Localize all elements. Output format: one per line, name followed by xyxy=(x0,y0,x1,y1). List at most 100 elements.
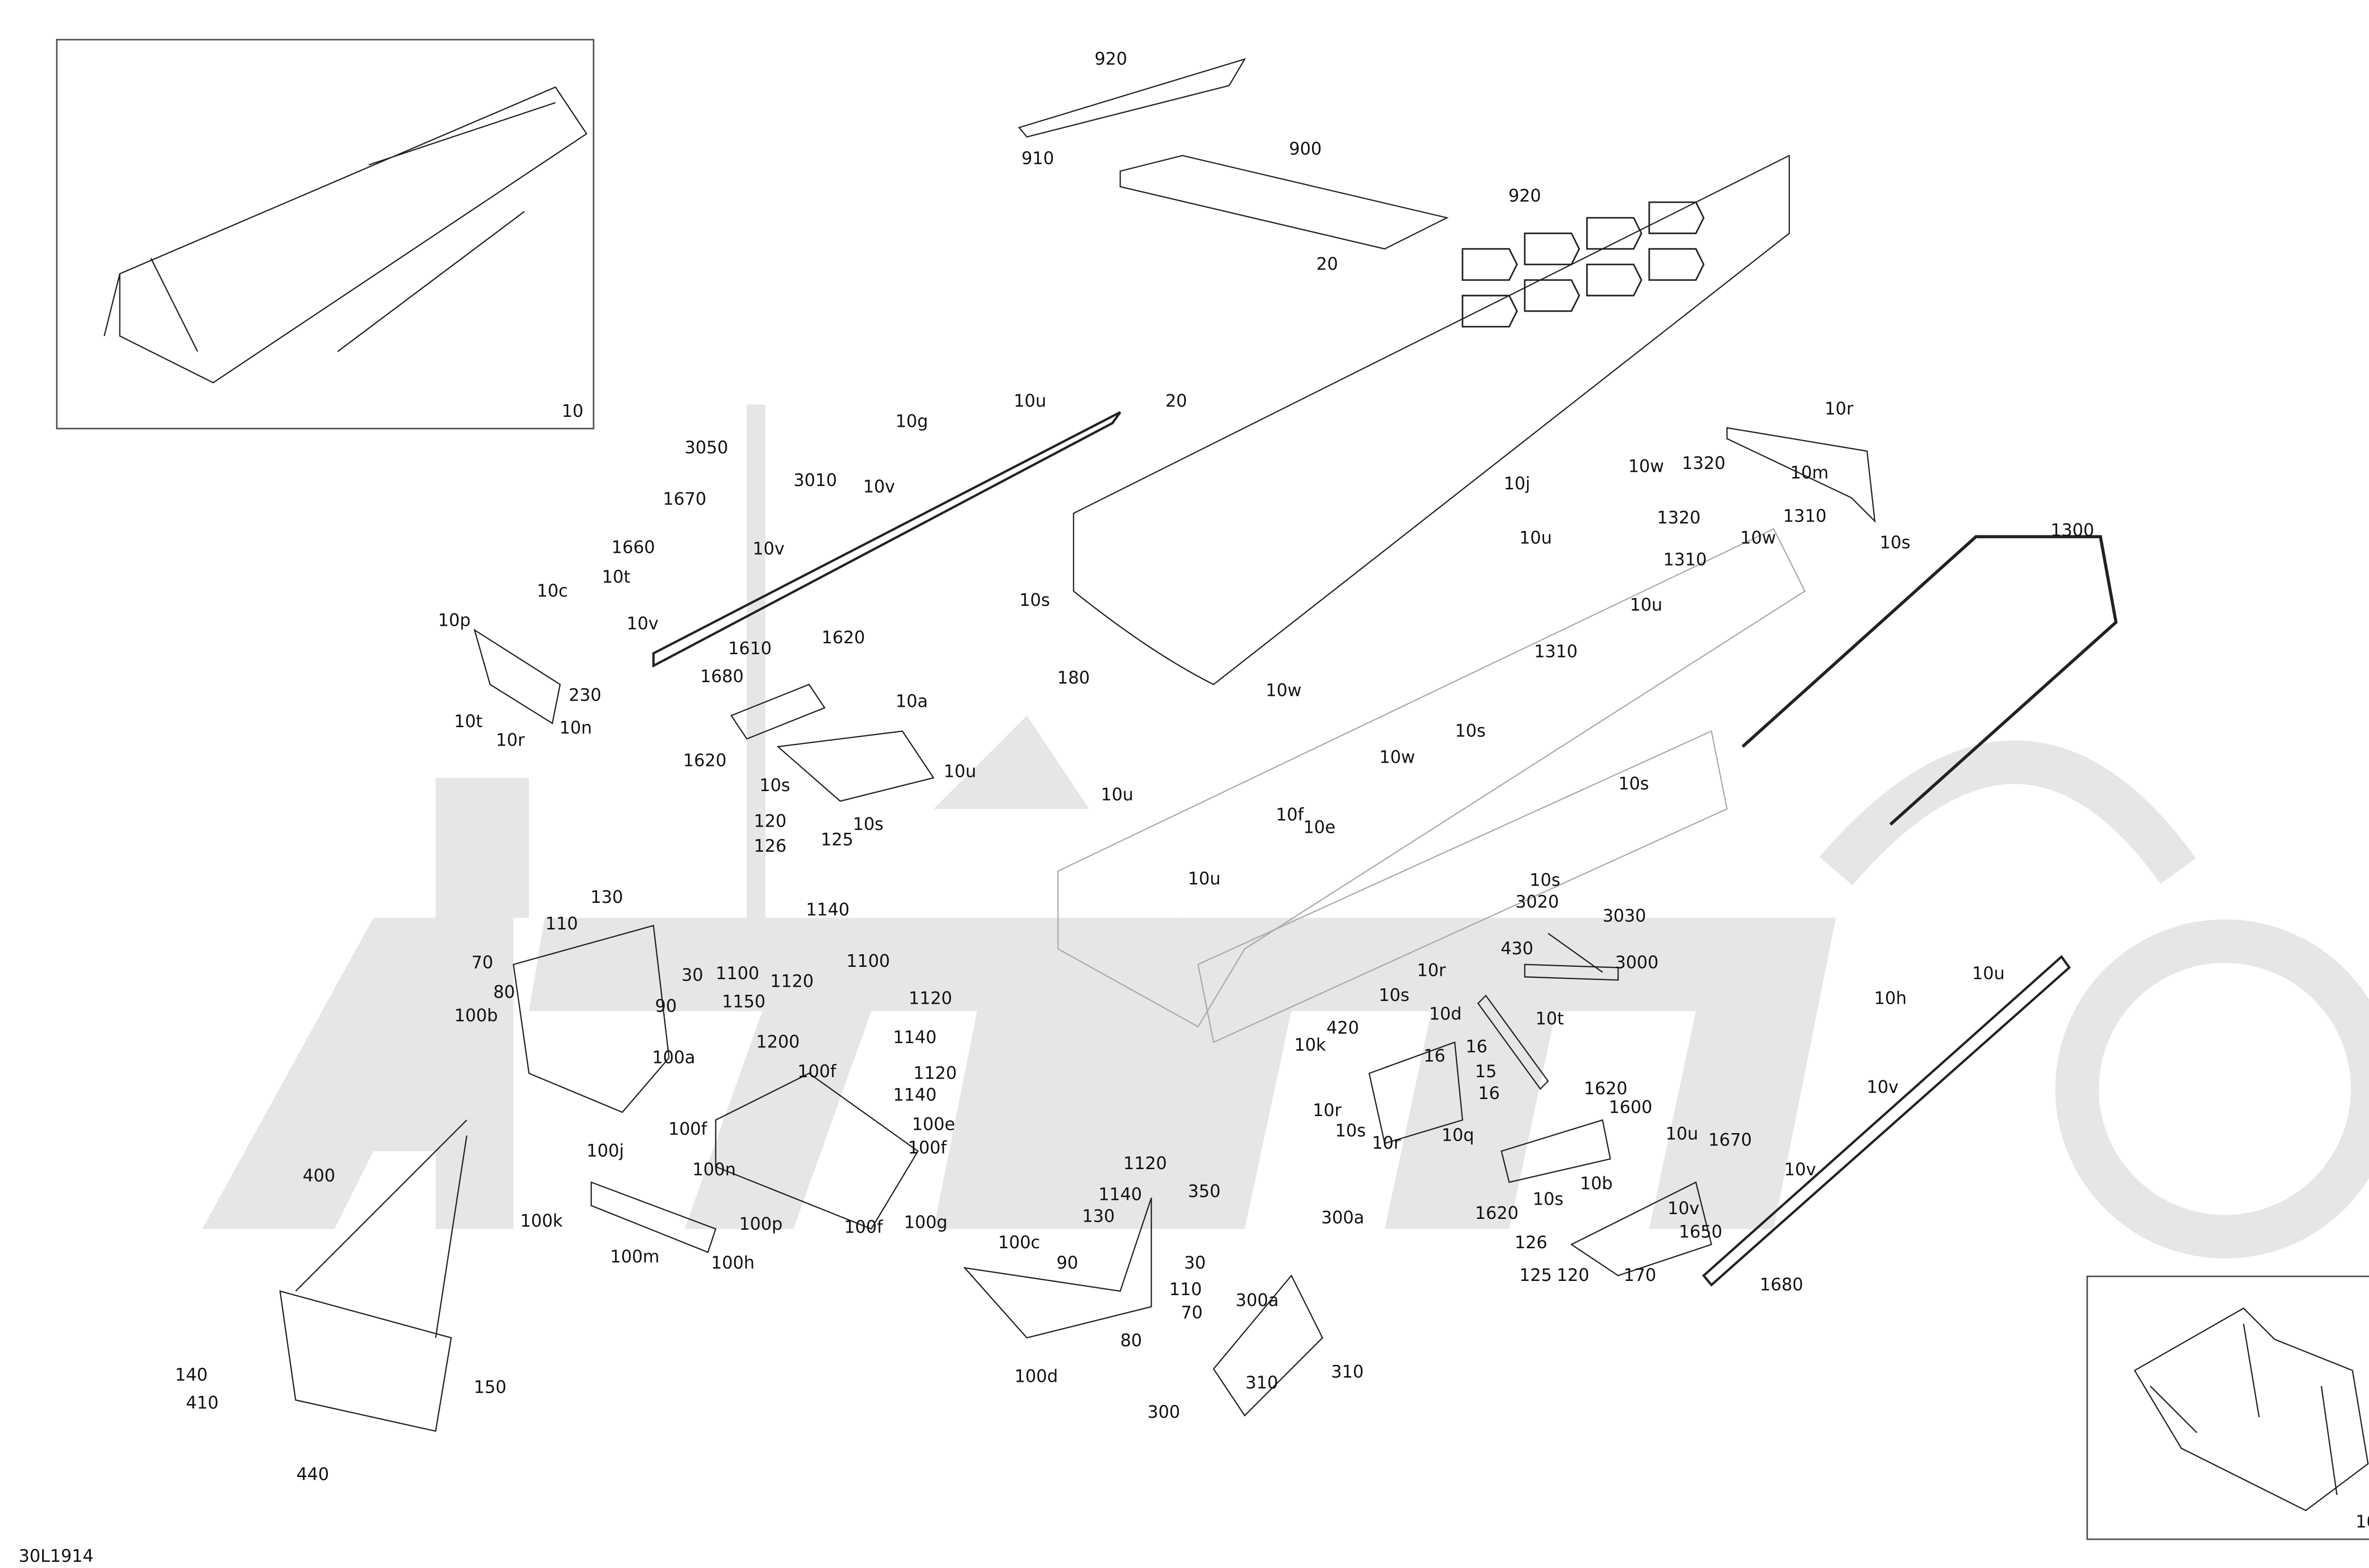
bracket-910 xyxy=(1018,58,1246,138)
bracket-10b xyxy=(1570,1181,1712,1277)
plate-100h xyxy=(590,1181,717,1253)
callout-3020: 3020 xyxy=(1515,892,1559,912)
callout-920: 920 xyxy=(1094,49,1128,70)
callout-100g: 100g xyxy=(904,1212,948,1233)
callout-1680: 1680 xyxy=(700,667,744,687)
callout-1650: 1650 xyxy=(1679,1222,1723,1243)
callout-1320: 1320 xyxy=(1657,508,1701,528)
callout-10s: 10s xyxy=(1618,774,1649,794)
callout-100n: 100n xyxy=(692,1160,736,1180)
callout-100d: 100d xyxy=(1014,1366,1058,1387)
callout-16: 16 xyxy=(1478,1083,1500,1104)
callout-10g: 10g xyxy=(895,411,928,432)
rail-10h xyxy=(1702,955,2071,1287)
callout-10e: 10e xyxy=(1303,817,1336,838)
plate-10q xyxy=(1368,1041,1464,1144)
callout-170: 170 xyxy=(1623,1265,1656,1286)
callout-10u: 10u xyxy=(1972,964,2005,984)
callout-10u: 10u xyxy=(943,761,977,782)
callout-130: 130 xyxy=(1082,1206,1115,1227)
callout-410: 410 xyxy=(186,1393,219,1414)
callout-10t: 10t xyxy=(602,567,631,587)
callout-430: 430 xyxy=(1501,938,1534,959)
inset-label: 100 xyxy=(2355,1512,2369,1532)
callout-10v: 10v xyxy=(1866,1077,1899,1098)
callout-1320: 1320 xyxy=(1682,453,1726,474)
callout-130: 130 xyxy=(590,887,624,908)
callout-3000: 3000 xyxy=(1615,953,1659,973)
callout-1620: 1620 xyxy=(821,628,865,648)
callout-300a: 300a xyxy=(1321,1208,1365,1228)
callout-10s: 10s xyxy=(1880,532,1911,553)
plate-100e xyxy=(715,1072,919,1230)
callout-30: 30 xyxy=(681,965,704,986)
callout-10s: 10s xyxy=(759,775,790,796)
callout-10d: 10d xyxy=(1429,1004,1462,1025)
callout-10t: 10t xyxy=(1535,1009,1564,1029)
callout-1140: 1140 xyxy=(806,900,850,920)
callout-300: 300 xyxy=(1147,1402,1180,1423)
callout-10w: 10w xyxy=(1379,747,1415,768)
tunnel-panel-10j xyxy=(1073,154,1790,685)
callout-100h: 100h xyxy=(711,1253,755,1273)
callout-1120: 1120 xyxy=(913,1063,957,1084)
diagram-code: 30L1914 xyxy=(18,1546,94,1567)
callout-80: 80 xyxy=(1120,1331,1142,1351)
callout-1310: 1310 xyxy=(1783,506,1827,527)
callout-10c: 10c xyxy=(536,581,568,602)
callout-180: 180 xyxy=(1057,668,1090,689)
callout-1680: 1680 xyxy=(1759,1275,1803,1295)
callout-125: 125 xyxy=(821,829,854,850)
callout-110: 110 xyxy=(1169,1279,1202,1300)
callout-10w: 10w xyxy=(1740,528,1776,549)
arm-3000 xyxy=(1524,933,1619,981)
callout-1600: 1600 xyxy=(1609,1097,1653,1118)
plate-1600 xyxy=(1501,1119,1611,1183)
callout-150: 150 xyxy=(473,1377,506,1398)
callout-140: 140 xyxy=(175,1365,208,1386)
callout-10s: 10s xyxy=(1335,1120,1366,1141)
callout-10s: 10s xyxy=(1019,590,1050,611)
callout-10t: 10t xyxy=(454,712,483,732)
inset-front-frame-assembly: 100 xyxy=(2086,1275,2369,1540)
callout-120: 120 xyxy=(1556,1265,1590,1286)
inset-label: 10 xyxy=(561,401,584,422)
callout-10k: 10k xyxy=(1294,1035,1326,1056)
callout-1670: 1670 xyxy=(1708,1130,1752,1151)
callout-10f: 10f xyxy=(1275,805,1304,826)
frame-100c xyxy=(963,1198,1152,1339)
callout-300a: 300a xyxy=(1235,1290,1279,1311)
callout-100m: 100m xyxy=(610,1246,660,1267)
callout-10r: 10r xyxy=(1825,399,1854,419)
bracket-1610 xyxy=(730,684,826,740)
callout-10r: 10r xyxy=(1372,1133,1401,1153)
bracket-10a xyxy=(776,730,935,802)
callout-10s: 10s xyxy=(1532,1189,1564,1210)
callout-10q: 10q xyxy=(1441,1125,1474,1146)
callout-1140: 1140 xyxy=(893,1027,937,1048)
callout-10h: 10h xyxy=(1874,988,1907,1009)
callout-16: 16 xyxy=(1465,1036,1488,1057)
rail-10g xyxy=(652,411,1121,668)
callout-10r: 10r xyxy=(496,730,525,751)
callout-120: 120 xyxy=(754,811,787,832)
callout-230: 230 xyxy=(569,685,602,706)
callout-1310: 1310 xyxy=(1663,550,1707,570)
callout-110: 110 xyxy=(545,914,578,934)
callout-1620: 1620 xyxy=(1475,1203,1519,1224)
callout-80: 80 xyxy=(493,982,515,1003)
callout-1670: 1670 xyxy=(662,489,706,510)
callout-10v: 10v xyxy=(752,539,785,559)
callout-350: 350 xyxy=(1188,1181,1221,1202)
callout-1120: 1120 xyxy=(770,971,814,992)
callout-10u: 10u xyxy=(1188,869,1221,889)
callout-3010: 3010 xyxy=(793,470,837,491)
callout-126: 126 xyxy=(1514,1233,1547,1253)
front-frame-100a xyxy=(513,925,670,1113)
callout-10j: 10j xyxy=(1503,473,1530,494)
callout-100c: 100c xyxy=(998,1233,1040,1253)
callout-1660: 1660 xyxy=(611,537,655,558)
callout-100f: 100f xyxy=(668,1119,707,1140)
callout-1140: 1140 xyxy=(1098,1184,1142,1205)
